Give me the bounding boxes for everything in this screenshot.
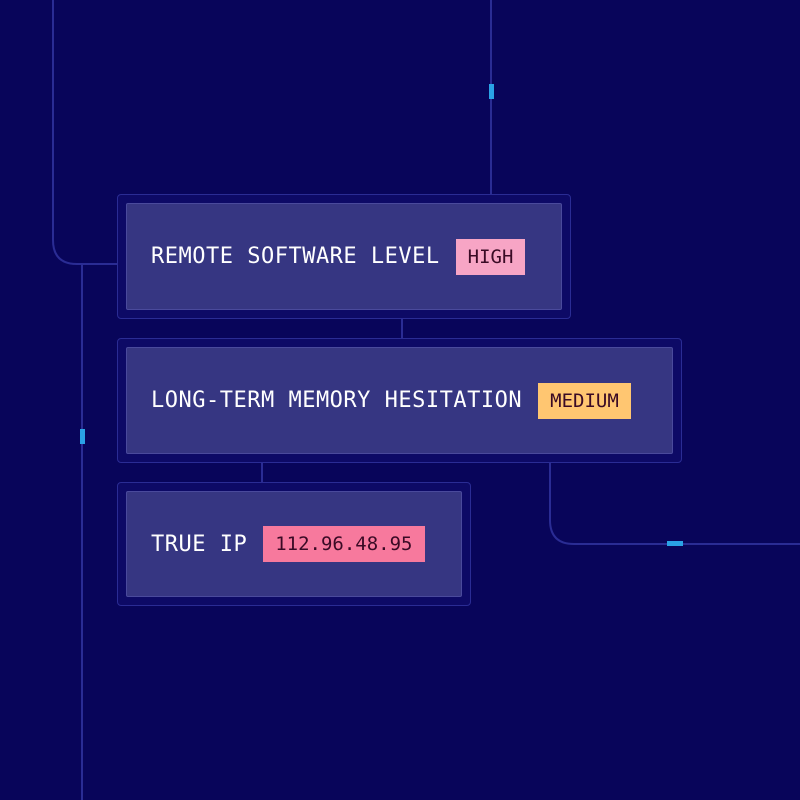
status-badge-high: HIGH [455,238,526,275]
card-label: LONG-TERM MEMORY HESITATION [151,388,523,413]
card-label: TRUE IP [151,531,248,557]
ip-address-badge: 112.96.48.95 [263,526,425,562]
card-panel: REMOTE SOFTWARE LEVEL HIGH [126,203,562,310]
card-label: REMOTE SOFTWARE LEVEL [151,244,440,269]
status-badge-medium: MEDIUM [538,382,631,419]
tick-marker-left [80,429,85,444]
memory-hesitation-card: LONG-TERM MEMORY HESITATION MEDIUM [117,338,682,463]
remote-software-card: REMOTE SOFTWARE LEVEL HIGH [117,194,571,319]
card-panel: LONG-TERM MEMORY HESITATION MEDIUM [126,347,673,454]
true-ip-card: TRUE IP 112.96.48.95 [117,482,471,606]
tick-marker-right [667,541,683,546]
right-connector [549,462,800,545]
top-left-connector [52,0,118,265]
card-panel: TRUE IP 112.96.48.95 [126,491,462,597]
tick-marker-top [489,84,494,99]
